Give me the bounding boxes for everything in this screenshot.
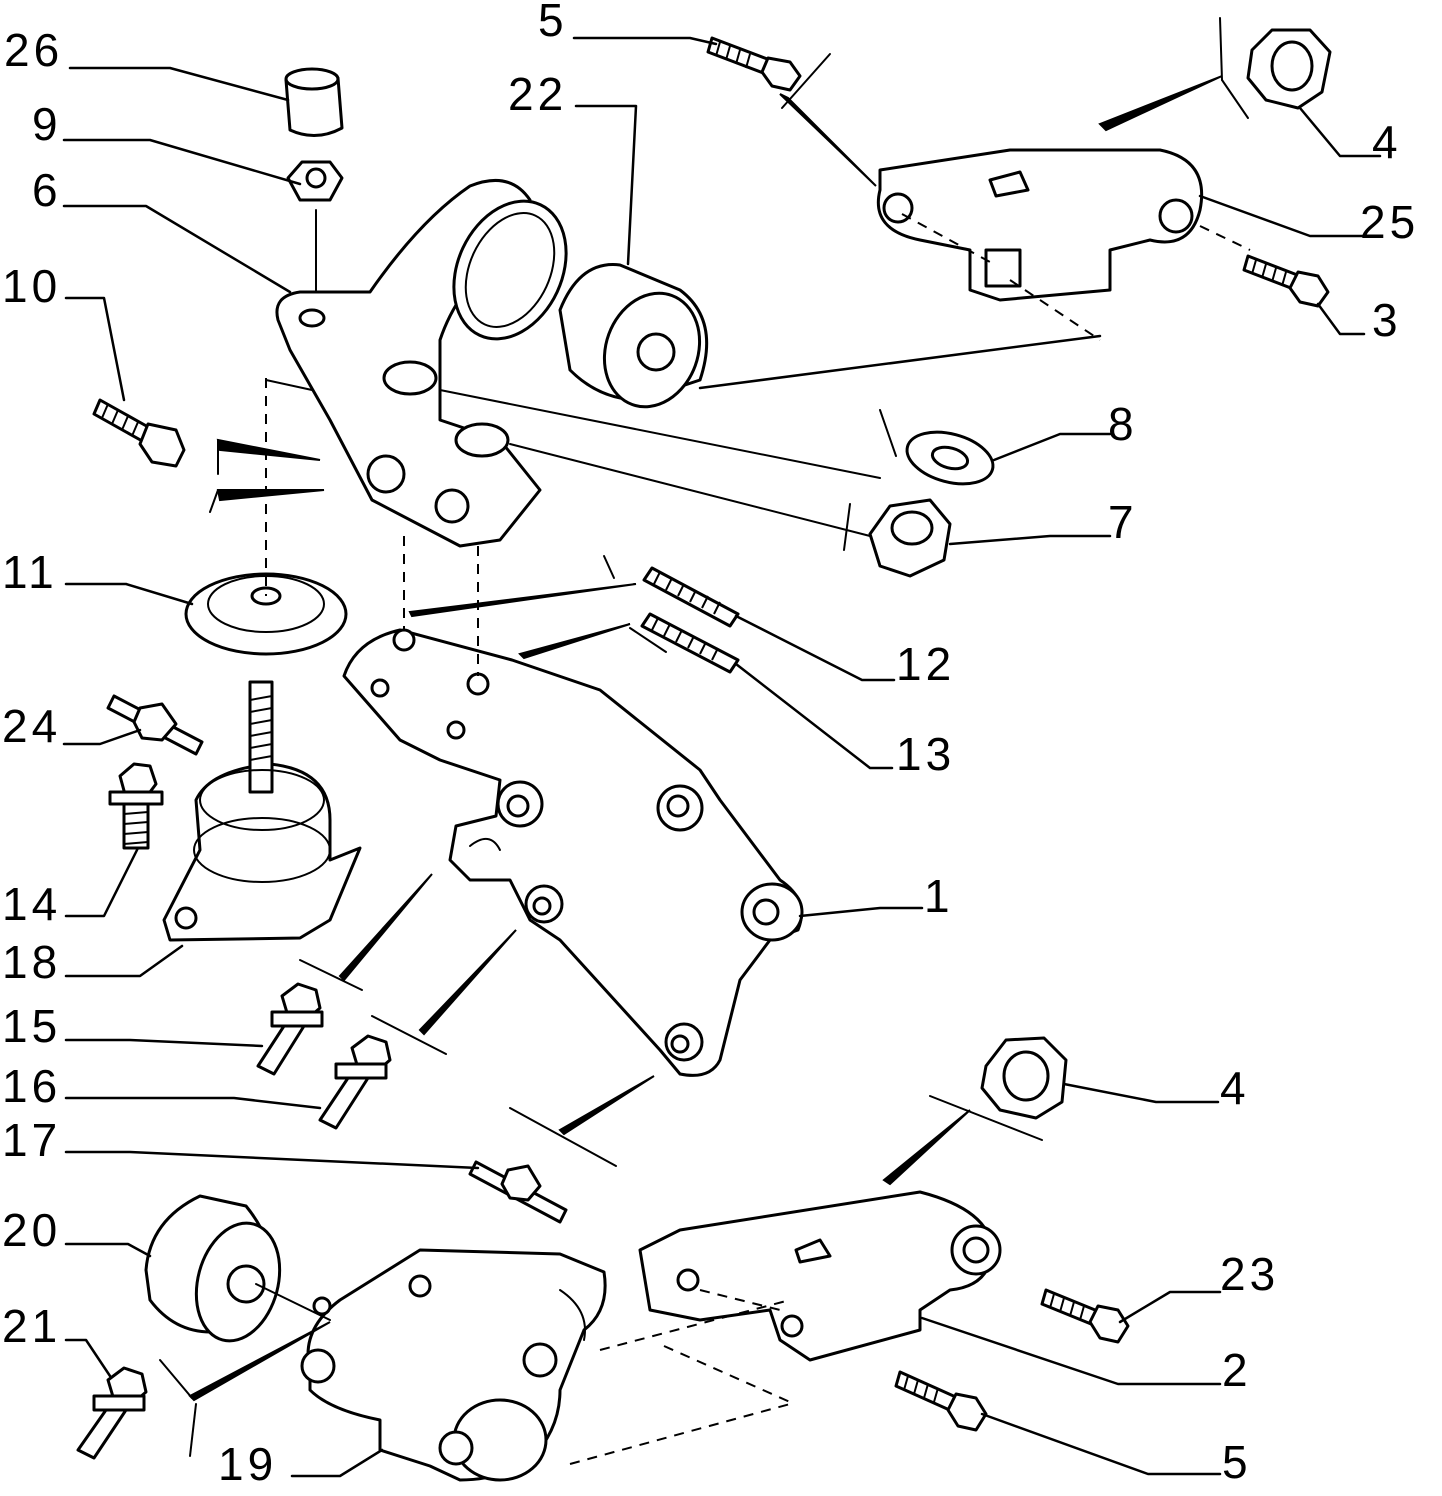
part-22-ring: [452, 199, 568, 341]
callout-23: 23: [1220, 1248, 1279, 1300]
callout-18: 18: [2, 936, 61, 988]
part-3-bolt: [1242, 254, 1330, 308]
callout-10: 10: [2, 260, 61, 312]
callout-14: 14: [2, 878, 61, 930]
callout-7: 7: [1108, 496, 1138, 548]
part-2-link: [638, 1190, 1002, 1362]
callout-8: 8: [1108, 398, 1138, 450]
part-8-washer: [905, 430, 995, 486]
construction-lines: [255, 213, 1101, 1465]
part-7-nut: [868, 498, 952, 578]
part-4-bottom-nut: [980, 1036, 1068, 1120]
part-13-stud: [640, 612, 740, 674]
callout-20: 20: [2, 1204, 61, 1256]
callout-21: 21: [2, 1300, 61, 1352]
part-17-stud: [468, 1160, 568, 1224]
callout-11: 11: [2, 546, 58, 598]
part-20-bushing: [144, 1194, 282, 1343]
break-marks: [159, 17, 1249, 1457]
part-24-stud: [106, 694, 204, 756]
part-22-bushing: [558, 263, 709, 409]
callout-19: 19: [218, 1438, 277, 1490]
part-21-bolt: [76, 1366, 148, 1460]
callout-24: 24: [2, 700, 61, 752]
callout-labels: 26 9 6 10 22 5 4 25 3 8 7 11 12 13 24 14…: [2, 0, 1419, 1490]
leader-lines: [62, 36, 1382, 1478]
callout-13: 13: [896, 728, 955, 780]
part-4-top-nut: [1246, 28, 1332, 110]
callout-12: 12: [896, 638, 955, 690]
part-15-bolt: [256, 982, 324, 1076]
callout-22: 22: [508, 68, 567, 120]
callout-6: 6: [32, 164, 62, 216]
part-26-cap: [284, 67, 344, 137]
callout-4-top: 4: [1372, 116, 1402, 168]
part-19-bracket: [300, 1248, 607, 1482]
callout-5-bottom: 5: [1222, 1436, 1252, 1488]
callout-4-bottom: 4: [1220, 1062, 1250, 1114]
part-9-nut: [286, 160, 344, 202]
part-25-link: [876, 148, 1204, 302]
callout-17: 17: [2, 1114, 61, 1166]
callout-15: 15: [2, 1000, 61, 1052]
part-14-bolt: [108, 762, 164, 850]
callout-9: 9: [32, 98, 62, 150]
callout-2: 2: [1222, 1344, 1252, 1396]
part-5-bottom-bolt: [894, 1370, 988, 1432]
callout-1: 1: [924, 870, 954, 922]
part-10-bolt: [92, 398, 186, 468]
part-16-bolt: [318, 1034, 392, 1130]
callout-3: 3: [1372, 294, 1402, 346]
callout-25: 25: [1360, 196, 1419, 248]
part-12-stud: [642, 566, 740, 628]
callout-16: 16: [2, 1060, 61, 1112]
callout-26: 26: [4, 24, 63, 76]
part-5-top-bolt: [706, 36, 802, 92]
part-18-mount: [162, 680, 362, 942]
part-1-bracket: [342, 628, 804, 1077]
callout-5-top: 5: [538, 0, 568, 46]
part-23-bolt: [1040, 1288, 1130, 1344]
